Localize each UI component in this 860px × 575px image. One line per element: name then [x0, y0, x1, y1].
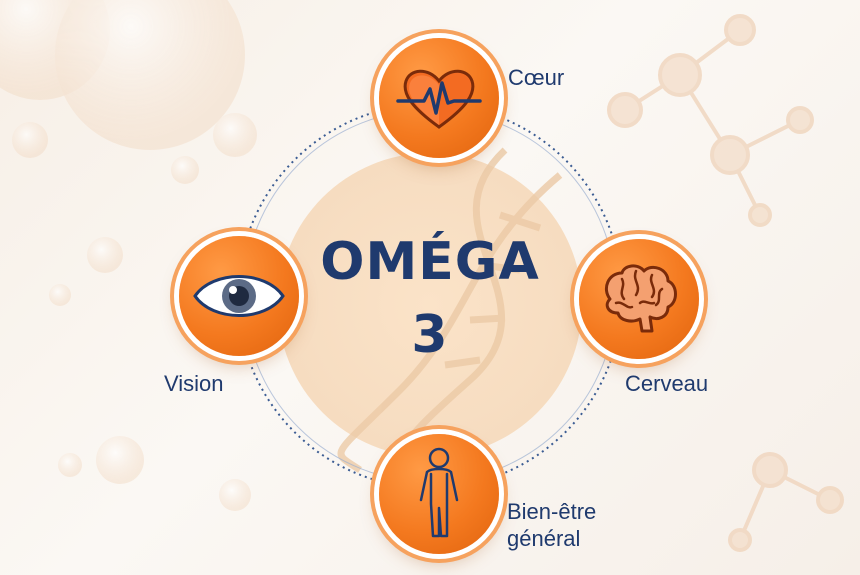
human-figure-icon [419, 447, 459, 538]
label-cerveau: Cerveau [625, 371, 709, 396]
node-cerveau[interactable] [579, 239, 699, 359]
label-bien-etre-line1: Bien-être [507, 499, 597, 524]
label-coeur: Cœur [508, 65, 565, 90]
title-line-1: OMÉGA [320, 232, 540, 292]
node-bien-etre[interactable] [379, 434, 499, 554]
node-vision[interactable] [179, 236, 299, 356]
label-bien-etre-line2: général [507, 526, 581, 551]
oil-bubbles-decoration [0, 0, 257, 511]
node-coeur[interactable] [379, 38, 499, 158]
eye-icon [193, 275, 285, 317]
label-vision: Vision [164, 371, 224, 396]
brain-icon [605, 264, 677, 333]
molecule-decoration [607, 14, 844, 552]
heart-pulse-icon [396, 69, 482, 129]
title-line-2: 3 [411, 305, 449, 365]
